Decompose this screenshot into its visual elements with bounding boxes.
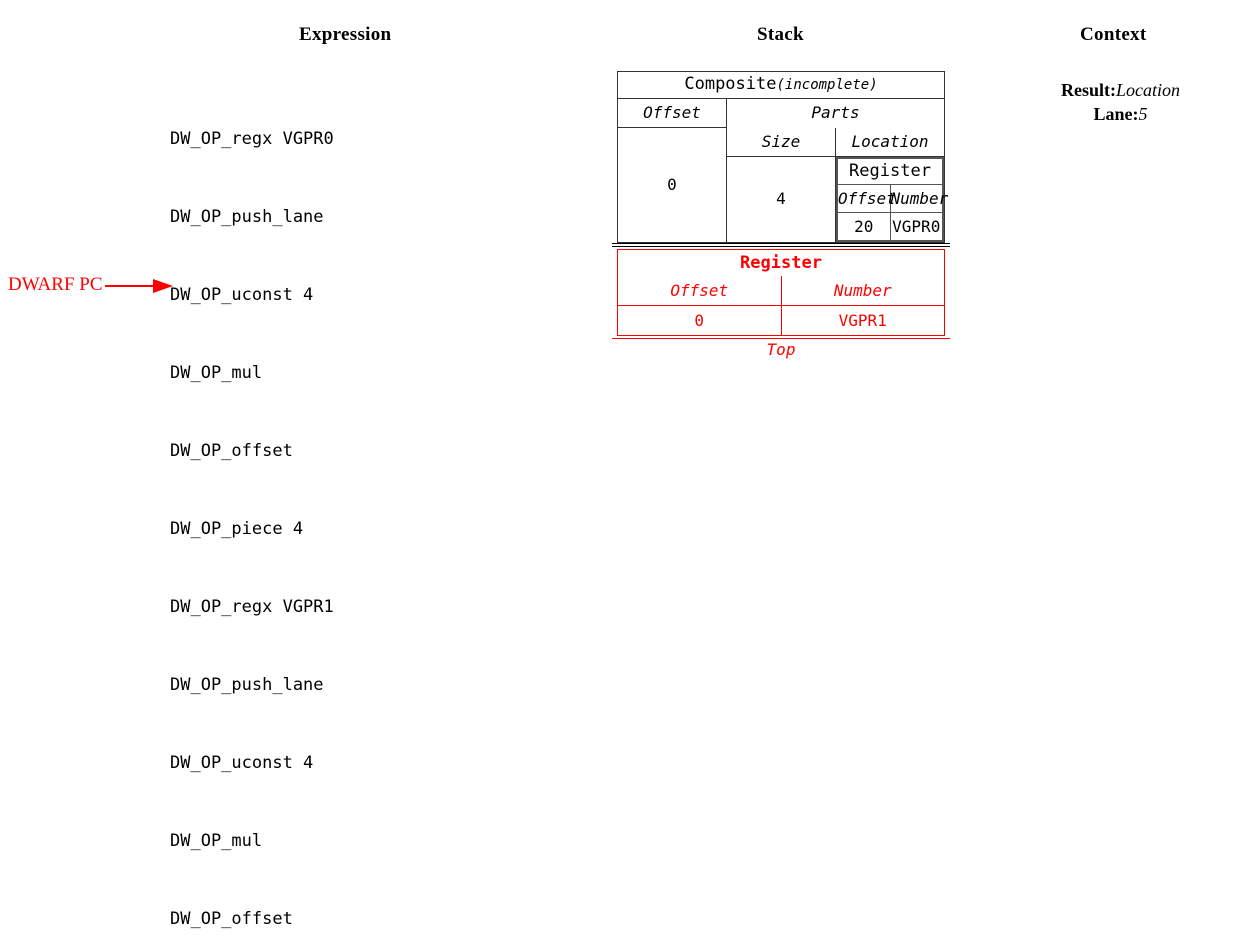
expression-op-line: DW_OP_regx VGPR0 [170, 129, 334, 149]
expression-op-line: DW_OP_regx VGPR1 [170, 597, 334, 617]
context-lane-key: Lane: [1093, 104, 1139, 124]
context-lane-value: 5 [1138, 104, 1148, 124]
expression-op-line: DW_OP_uconst 4 [170, 285, 314, 305]
context-result-value: Location [1115, 80, 1180, 100]
part-register-title: Register [837, 157, 943, 185]
stack-entry-top-register: Register Offset Number 0 VGPR1 [617, 248, 945, 336]
top-register-number-header: Number [781, 275, 945, 306]
expression-op-line: DW_OP_offset [170, 441, 293, 461]
composite-location-value: Register Offset Number 20 VGPR0 [836, 156, 948, 242]
part-register-offset-value: 20 [836, 211, 891, 241]
page-heading-stack: Stack [757, 24, 804, 45]
composite-parts-header: Parts [811, 103, 860, 123]
part-register-offset-header: Offset [836, 183, 896, 213]
page-heading-context: Context [1080, 24, 1147, 45]
stack-entry-composite: Composite(incomplete) Offset Parts 0 Siz… [617, 71, 948, 243]
context-column: Result:Location Lane:5 [1000, 78, 1241, 126]
page-heading-expression: Expression [299, 24, 392, 45]
composite-part-register: Register Offset Number 20 VGPR0 [836, 156, 948, 242]
top-register-offset-header: Offset [617, 275, 782, 306]
composite-title-suffix: (incomplete) [776, 77, 878, 93]
part-register-number-header: Number [889, 183, 948, 213]
dwarf-pc-label: DWARF PC [8, 274, 103, 295]
context-result-key: Result: [1060, 80, 1116, 100]
expression-op-line: DW_OP_piece 4 [170, 519, 304, 539]
expression-op-list: DW_OP_regx VGPR0 DW_OP_push_lane DW_OP_u… [170, 74, 334, 936]
composite-location-header: Location [835, 127, 945, 157]
stack-column: Composite(incomplete) Offset Parts 0 Siz… [612, 71, 950, 361]
context-result-line: Result:Location [1000, 78, 1241, 102]
dwarf-pc-pointer: DWARF PC [8, 272, 173, 300]
context-lane-line: Lane:5 [1000, 102, 1241, 126]
top-register-number-value: VGPR1 [838, 310, 887, 330]
expression-op-line: DW_OP_uconst 4 [170, 753, 314, 773]
composite-title: Composite(incomplete) [617, 71, 945, 99]
stack-top-marker: Top [612, 337, 950, 361]
expression-op-line: DW_OP_mul [170, 363, 263, 383]
part-register-number-value: VGPR0 [889, 211, 944, 241]
expression-op-line: DW_OP_mul [170, 831, 263, 851]
composite-offset-value: 0 [617, 127, 727, 242]
top-register-title: Register [740, 252, 822, 273]
expression-op-line: DW_OP_push_lane [170, 675, 324, 695]
composite-offset-header: Offset [617, 98, 727, 128]
composite-size-header: Size [726, 127, 836, 157]
arrow-right-icon [105, 279, 173, 293]
expression-op-line: DW_OP_offset [170, 909, 293, 929]
expression-op-line: DW_OP_push_lane [170, 207, 324, 227]
stack-top-marker-label: Top [766, 339, 796, 359]
composite-size-value: 4 [726, 156, 836, 242]
top-register-offset-value: 0 [617, 305, 782, 335]
stack-top-marker-rule [612, 337, 950, 339]
stack-separator [612, 242, 950, 249]
composite-title-text: Composite [684, 74, 777, 94]
